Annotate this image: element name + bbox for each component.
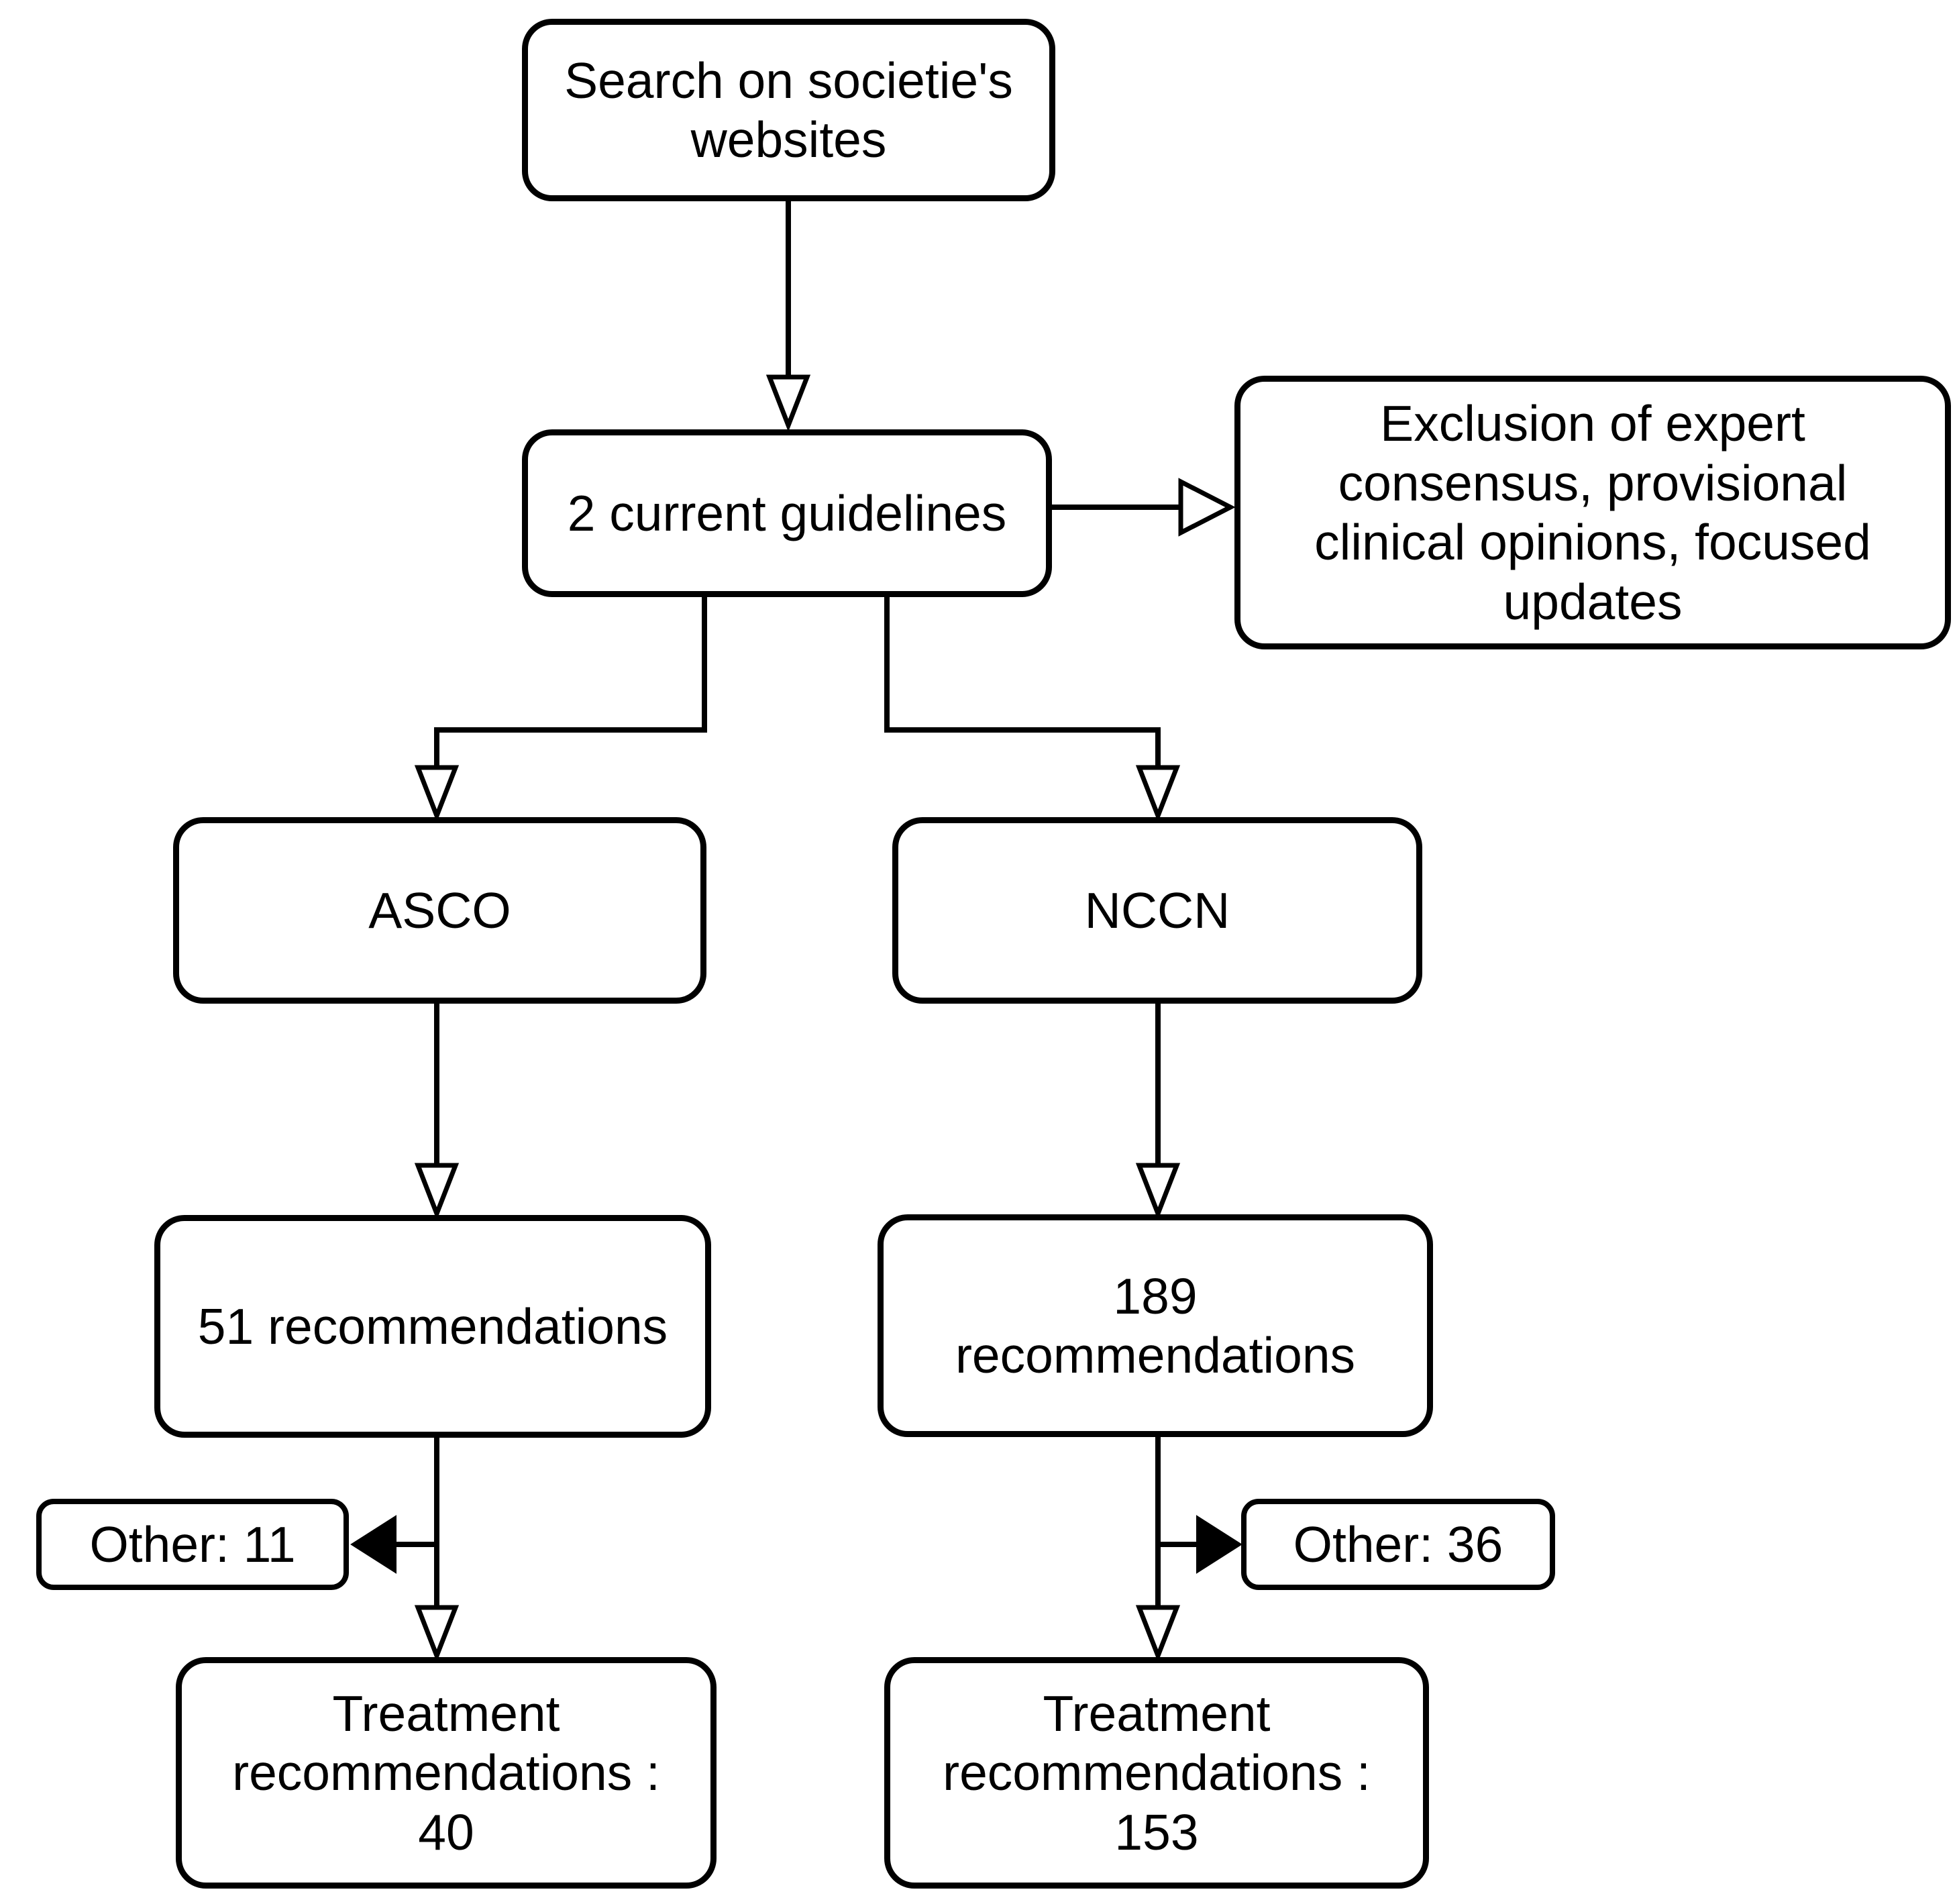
arrowhead-guidelines-to-exclusion	[1178, 478, 1236, 537]
arrowhead-guidelines-to-asco	[414, 765, 460, 823]
node-nccn-treatment: Treatment recommendations : 153	[884, 1657, 1429, 1889]
node-label: ASCO	[368, 882, 511, 939]
node-label: Treatment recommendations : 40	[232, 1685, 660, 1860]
node-label: NCCN	[1084, 882, 1230, 939]
connector-guidelines-to-nccn	[884, 596, 1161, 768]
node-asco-other: Other: 11	[36, 1499, 349, 1590]
arrowhead-nccn-recs-to-nccn-treatment	[1135, 1605, 1181, 1662]
node-nccn-recommendations: 189 recommendations	[878, 1214, 1433, 1437]
node-asco: ASCO	[173, 817, 706, 1004]
node-label: Other: 36	[1293, 1516, 1503, 1573]
node-asco-treatment: Treatment recommendations : 40	[176, 1657, 717, 1889]
node-search: Search on societie's websites	[522, 19, 1055, 201]
node-label: Other: 11	[89, 1516, 296, 1573]
node-label: Search on societie's websites	[564, 52, 1013, 168]
connector-guidelines-to-asco	[434, 596, 707, 768]
arrowhead-asco-to-asco-recs	[414, 1163, 460, 1220]
node-label: 2 current guidelines	[567, 484, 1007, 541]
node-label: Treatment recommendations : 153	[943, 1685, 1371, 1860]
node-label: 189 recommendations	[955, 1267, 1356, 1384]
node-nccn: NCCN	[892, 817, 1422, 1004]
node-exclusion: Exclusion of expert consensus, provision…	[1234, 376, 1951, 649]
arrowhead-asco-recs-to-asco-other	[350, 1515, 396, 1574]
node-label: Exclusion of expert consensus, provision…	[1314, 395, 1871, 630]
node-label: 51 recommendations	[197, 1298, 668, 1355]
node-asco-recommendations: 51 recommendations	[154, 1215, 711, 1438]
arrowhead-guidelines-to-nccn	[1135, 765, 1181, 823]
node-current-guidelines: 2 current guidelines	[522, 429, 1052, 597]
arrowhead-nccn-to-nccn-recs	[1135, 1163, 1181, 1220]
arrowhead-nccn-recs-to-nccn-other	[1196, 1515, 1242, 1574]
node-nccn-other: Other: 36	[1241, 1499, 1555, 1590]
arrowhead-asco-recs-to-asco-treatment	[414, 1605, 460, 1662]
arrowhead-search-to-guidelines	[765, 374, 811, 432]
